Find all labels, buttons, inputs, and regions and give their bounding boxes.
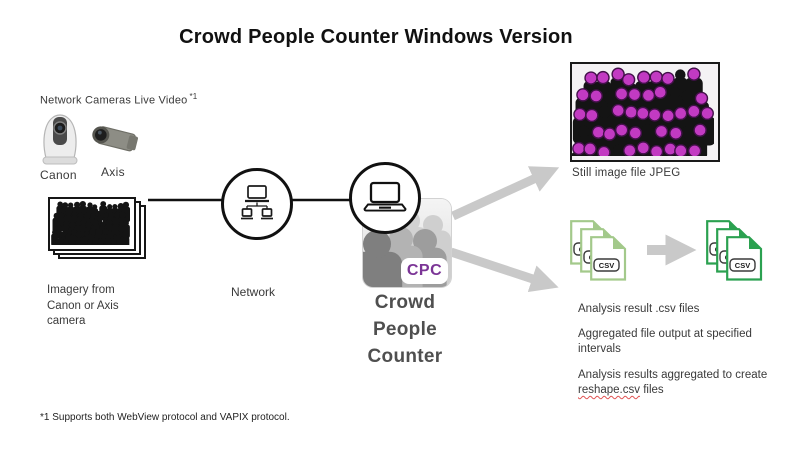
source-imagery-stack	[48, 197, 146, 262]
cameras-heading: Network Cameras Live Video*1	[40, 92, 197, 107]
cpc-badge: CPC	[401, 258, 448, 284]
note-aggregated-output: Aggregated file output at specified inte…	[578, 328, 752, 355]
canon-camera-image	[42, 114, 78, 165]
cameras-heading-text: Network Cameras Live Video	[40, 94, 188, 107]
detected-crowd-image	[572, 67, 714, 156]
jpeg-output-image	[570, 62, 720, 162]
axis-camera-image	[92, 126, 138, 152]
svg-text:CSV: CSV	[599, 261, 614, 270]
note-reshape: Analysis results aggregated to create re…	[578, 368, 796, 398]
page-title: Crowd People Counter Windows Version	[179, 26, 573, 48]
network-label: Network	[230, 285, 275, 299]
note-analysis-result: Analysis result .csv files	[578, 303, 700, 315]
arrow-to-csv	[449, 247, 559, 293]
note-reshape-suffix: files	[640, 383, 664, 396]
note-reshape-prefix: Analysis results aggregated to create	[578, 369, 768, 381]
laptop-icon	[363, 181, 407, 212]
cpc-node	[349, 162, 421, 234]
footnote-reference: *1	[189, 92, 198, 101]
network-icon	[241, 185, 273, 220]
source-crowd-image	[51, 200, 131, 262]
axis-label: Axis	[101, 165, 125, 179]
canon-label: Canon	[40, 168, 77, 182]
reshape-csv-filename: reshape.csv	[578, 383, 641, 396]
csv-files-dark: CSVCSVCSV	[706, 220, 763, 281]
csv-files-light: CSVCSVCSV	[570, 220, 627, 281]
cpc-label: Crowd People Counter	[367, 292, 443, 367]
footnote: *1 Supports both WebView protocol and VA…	[40, 412, 290, 423]
network-node	[221, 168, 293, 240]
imagery-sheet-front	[48, 197, 136, 262]
arrow-to-jpeg	[451, 166, 560, 221]
imagery-caption: Imagery from Canon or Axis camera	[47, 284, 119, 328]
jpeg-caption: Still image file JPEG	[572, 167, 681, 179]
svg-text:CSV: CSV	[735, 261, 750, 270]
